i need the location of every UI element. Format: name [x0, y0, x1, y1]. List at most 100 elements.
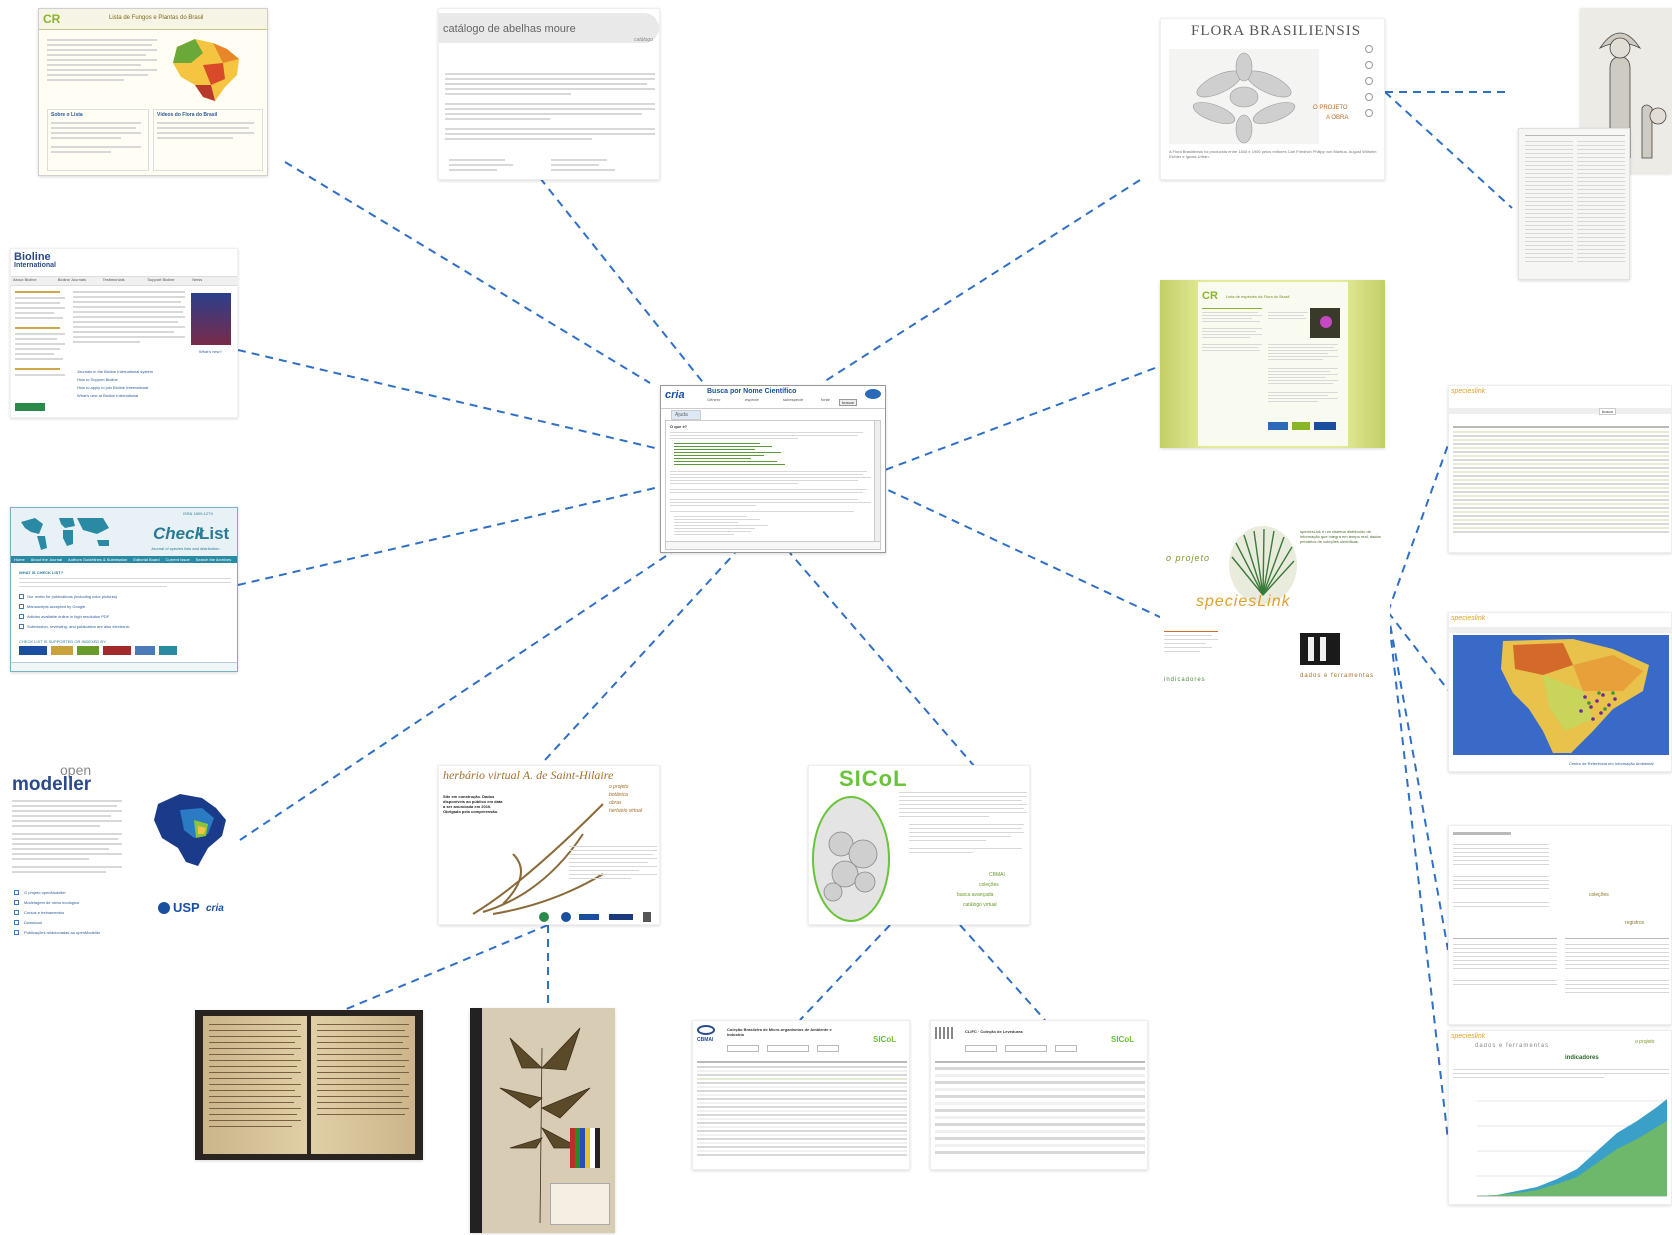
checklist-nav-board[interactable]: Editorial Board — [133, 557, 160, 562]
checklist-item-4: Submission, reviewing, and publication a… — [27, 624, 130, 629]
bioline-journal-cover[interactable] — [191, 293, 231, 345]
checklist-nav[interactable]: Home About the Journal Authors Guideline… — [11, 556, 237, 563]
field-genero[interactable]: Gênero — [707, 397, 721, 402]
sicol-menu-busca[interactable]: busca avançada — [957, 892, 994, 898]
checklist-nav-issue[interactable]: Current Issue — [165, 557, 190, 562]
herbario-thumbnail[interactable]: herbário virtual A. de Saint-Hilaire Sit… — [438, 765, 660, 925]
flora-link-obra[interactable]: A OBRA — [1326, 115, 1349, 121]
specieslink-chart-thumbnail[interactable]: specieslink o projeto dados e ferramenta… — [1448, 1030, 1672, 1205]
openmodeller-link-5[interactable]: Publicações relacionadas ao openModeller — [24, 930, 101, 935]
center-search-button[interactable]: buscar — [839, 399, 858, 406]
specieslink-tools[interactable]: dados e ferramentas — [1300, 673, 1375, 679]
brazil-species-map — [154, 794, 226, 866]
flora-brasiliensis-thumbnail[interactable]: FLORA BRASILIENSIS O PROJETO A OBRA A Fl… — [1160, 18, 1385, 180]
herbario-menu-botanica[interactable]: botânica — [609, 792, 628, 798]
sicol-cells-image — [812, 796, 890, 922]
link-sicol — [789, 552, 976, 768]
bioline-nav-news[interactable]: News — [192, 277, 203, 282]
openmodeller-link-2[interactable]: Modelagem de nicho ecológico — [24, 900, 80, 905]
abelhas-title: catálogo de abelhas moure — [443, 23, 576, 35]
checklist-nav-about[interactable]: About the Journal — [30, 557, 63, 562]
cefc-search-row[interactable] — [965, 1045, 1105, 1052]
field-fonte[interactable]: fonte — [821, 397, 830, 402]
sicol-menu-catalogo[interactable]: catálogo virtual — [963, 902, 997, 908]
openmodeller-links[interactable]: O projeto openModeller Modelagem de nich… — [12, 890, 152, 938]
bioline-thumbnail[interactable]: Bioline International About Bioline Biol… — [10, 248, 238, 418]
abelhas-catalog-thumbnail[interactable]: catálogo de abelhas moure catálogo — [438, 8, 660, 180]
center-scrollbar[interactable] — [874, 421, 880, 543]
sicol-text — [899, 792, 1027, 862]
sicol-menu-cbmai[interactable]: CBMAI — [989, 872, 1005, 878]
bioline-nav-support[interactable]: Support Bioline — [147, 277, 175, 282]
herbario-menu-obras[interactable]: obras — [609, 800, 622, 806]
south-america-map[interactable] — [1453, 635, 1669, 755]
sicol-menu-colecoes[interactable]: coleções — [979, 882, 999, 888]
abelhas-text — [445, 73, 655, 153]
link-checklist — [237, 487, 656, 586]
bioline-link-support[interactable]: How to Support Bioline — [77, 377, 118, 382]
fungi-logo: CR — [43, 12, 61, 26]
center-fields[interactable]: Gênero espécie subespécie fonte — [707, 397, 857, 406]
center-partner-logo — [865, 389, 881, 399]
specieslink-logo[interactable]: speciesLink — [1196, 593, 1291, 610]
checklist-nav-home[interactable]: Home — [14, 557, 25, 562]
openmodeller-link-3[interactable]: Cursos e treinamentos — [24, 910, 65, 915]
chart-tab-tools[interactable]: dados e ferramentas — [1475, 1043, 1550, 1049]
checklist-thumbnail[interactable]: Check List ISSN 1809-127X Journal of spe… — [10, 507, 238, 672]
specieslink-table-thumbnail[interactable]: specieslink busca — [1448, 385, 1672, 553]
field-subespecie[interactable]: subespécie — [783, 397, 804, 402]
center-tab-help[interactable]: Ajuda — [671, 410, 701, 420]
checklist-title-check: Check — [153, 524, 205, 543]
specieslink-stats-thumbnail[interactable]: coleções registros — [1448, 825, 1672, 1025]
table-tabs[interactable] — [1449, 408, 1671, 414]
herbario-menu-projeto[interactable]: o projeto — [609, 784, 629, 790]
checklist-item-3: Articles available online in high resolu… — [27, 614, 110, 619]
checklist-nav-authors[interactable]: Authors Guidelines & Submission — [68, 557, 128, 562]
specieslink-indicators[interactable]: indicadores — [1164, 677, 1206, 683]
bioline-nav-journals[interactable]: Bioline Journals — [57, 277, 87, 282]
map-toolbar[interactable] — [1449, 627, 1671, 633]
chart-logo: specieslink — [1451, 1033, 1486, 1040]
stats-col-colecoes: coleções — [1589, 892, 1609, 898]
sicol-menu[interactable]: CBMAI coleções busca avançada catálogo v… — [949, 872, 1029, 912]
world-map-icon — [21, 518, 109, 550]
openmodeller-link-1[interactable]: O projeto openModeller — [24, 890, 66, 895]
sicol-thumbnail[interactable]: SICoL CBMAI coleções busca avançada catá… — [808, 765, 1030, 925]
field-especie[interactable]: espécie — [745, 397, 759, 402]
bioline-whats-new[interactable]: What's new? — [199, 349, 222, 354]
link-flora — [821, 179, 1141, 384]
stats-col-registros: registros — [1625, 920, 1645, 926]
specieslink-map-thumbnail[interactable]: specieslink Centro de Referência em Info… — [1448, 612, 1672, 772]
specieslink-home-thumbnail[interactable]: o projeto speciesLink é um sistema distr… — [1160, 525, 1390, 695]
table-tab-active[interactable]: busca — [1599, 408, 1616, 415]
bioline-nav-testimonials[interactable]: Testimonials — [102, 277, 125, 282]
bioline-nav-about[interactable]: About Bioline — [13, 277, 37, 282]
openmodeller-link-4[interactable]: Download — [24, 920, 42, 925]
flora-list-thumbnail[interactable]: CR Lista de espécies da Flora do Brasil — [1160, 280, 1385, 448]
center-search-thumbnail[interactable]: cria Busca por Nome Científico Gênero es… — [660, 385, 886, 553]
cefc-table — [935, 1061, 1145, 1165]
fungi-catalog-thumbnail[interactable]: CR Lista de Fungos e Plantas do Brasil S… — [38, 8, 268, 176]
herbario-menu-virtual[interactable]: herbário virtual — [609, 808, 643, 814]
herbario-menu[interactable]: o projeto botânica obras herbário virtua… — [609, 784, 659, 824]
sicol-logo: SICoL — [839, 766, 908, 791]
cbmai-search-row[interactable] — [727, 1045, 867, 1052]
cefc-thumbnail[interactable]: CLIFC · Coleção de Leveduras SICoL — [930, 1020, 1148, 1170]
herbario-logos — [539, 912, 659, 922]
cbmai-logo-icon — [697, 1025, 715, 1035]
stats-bottom-table — [1453, 938, 1669, 1022]
specieslink-label-projeto[interactable]: o projeto — [1166, 553, 1211, 563]
link-sicol-cefc — [959, 924, 1046, 1021]
checklist-nav-search[interactable]: Search the Archives — [195, 557, 232, 562]
bioline-link-journals[interactable]: Journals in the Bioline International sy… — [77, 369, 154, 374]
flora-link-projeto[interactable]: O PROJETO — [1313, 105, 1348, 111]
checklist-items: Our motto for publications (including co… — [19, 594, 231, 634]
openmodeller-thumbnail[interactable]: open modeller O projeto openModeller Mod… — [10, 760, 238, 940]
cbmai-thumbnail[interactable]: CBMAI Coleção Brasileira de Micro-organi… — [692, 1020, 910, 1170]
bioline-nav[interactable]: About Bioline Bioline Journals Testimoni… — [11, 276, 237, 286]
center-logo: cria — [665, 389, 685, 401]
bioline-link-apply[interactable]: How to apply to join Bioline Internation… — [77, 385, 149, 390]
bioline-link-new[interactable]: What's new at Bioline International — [77, 393, 139, 398]
bioline-links[interactable]: Journals in the Bioline International sy… — [73, 369, 193, 409]
color-chart — [570, 1128, 600, 1168]
